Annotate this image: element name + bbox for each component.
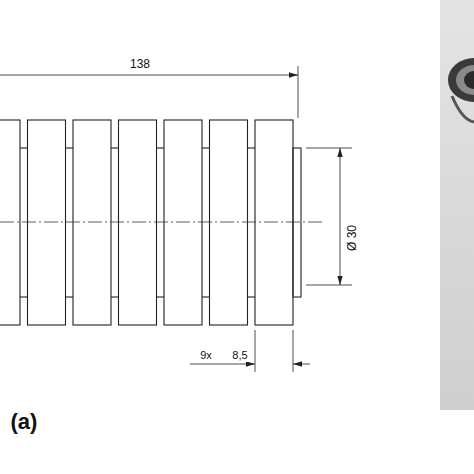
dimension-text: 138: [128, 57, 152, 71]
extension-line: [306, 285, 352, 286]
extension-line: [255, 330, 256, 372]
disk: [73, 120, 111, 325]
extension-line: [298, 66, 299, 118]
disk: [210, 120, 248, 325]
core-edge: [202, 147, 210, 148]
disk: [255, 120, 293, 325]
core-edge: [66, 296, 74, 297]
end-spigot: [293, 148, 301, 297]
dimension-text: 8,5: [230, 349, 249, 362]
figure-label: (a): [9, 410, 40, 434]
core-edge: [157, 296, 165, 297]
core-edge: [111, 147, 119, 148]
core-edge: [248, 296, 256, 297]
core-edge: [248, 147, 256, 148]
core-edge: [157, 147, 165, 148]
core-edge: [66, 147, 74, 148]
dimension-line: [190, 364, 255, 365]
core-edge: [111, 296, 119, 297]
core-edge: [20, 147, 28, 148]
extension-line: [306, 148, 352, 149]
extension-line: [293, 330, 294, 372]
core-edge: [20, 296, 28, 297]
dimension-line: [293, 364, 310, 365]
disk: [0, 120, 20, 325]
center-line: [0, 222, 322, 223]
disk: [164, 120, 202, 325]
disk: [119, 120, 157, 325]
core-edge: [202, 296, 210, 297]
disk: [28, 120, 66, 325]
dimension-line: [0, 75, 298, 76]
dimension-line: [340, 148, 341, 285]
part-photo: [440, 0, 474, 410]
disk-stack: [0, 120, 293, 325]
dimension-text: 9x: [198, 349, 214, 362]
dimension-text: Ø 30: [345, 223, 359, 253]
